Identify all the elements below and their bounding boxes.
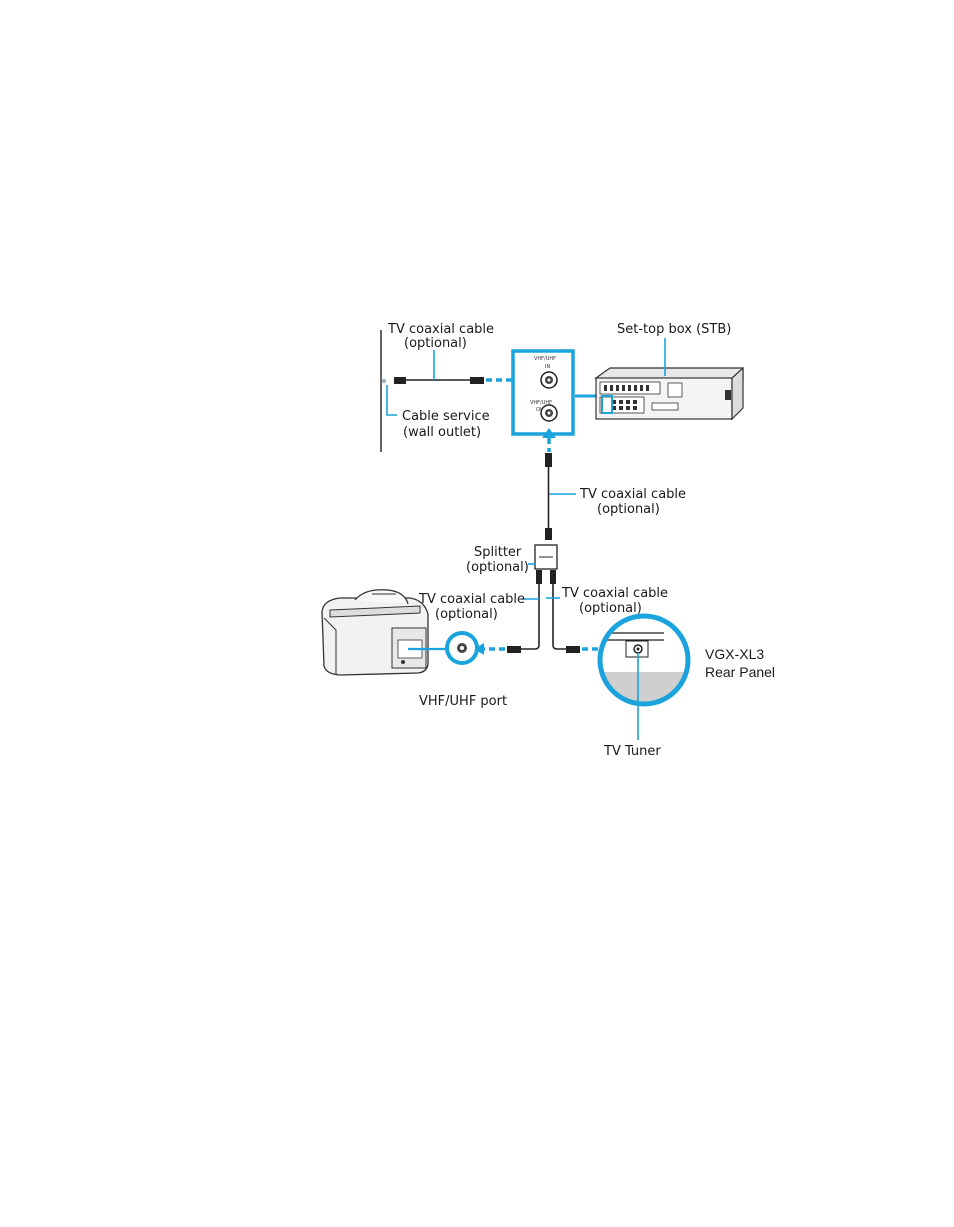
leader-cable-service bbox=[387, 385, 397, 415]
label-splitter-2: (optional) bbox=[466, 560, 529, 575]
label-tv-coax-top-1: TV coaxial cable bbox=[387, 322, 494, 337]
label-splitter-1: Splitter bbox=[474, 545, 522, 560]
label-tv-coax-mid-1: TV coaxial cable bbox=[579, 487, 686, 502]
label-vhf-uhf-port: VHF/UHF port bbox=[419, 694, 507, 709]
label-tv-coax-left-1: TV coaxial cable bbox=[418, 592, 525, 607]
rear-panel-magnifier bbox=[596, 612, 692, 704]
label-tv-coax-left-2: (optional) bbox=[435, 607, 498, 622]
label-tv-coax-right-2: (optional) bbox=[579, 601, 642, 616]
label-vhf-uhf-in-2: IN bbox=[545, 364, 550, 370]
label-tv-tuner: TV Tuner bbox=[603, 744, 661, 759]
top-coaxial-cable bbox=[394, 373, 528, 387]
label-rear-panel-2: Rear Panel bbox=[705, 664, 775, 680]
wall-outlet-icon bbox=[382, 379, 386, 383]
splitter bbox=[535, 545, 557, 584]
label-rear-panel-1: VGX-XL3 bbox=[705, 646, 764, 662]
stb-connector-panel: VHF/UHF IN VHF/UHF OUT bbox=[513, 351, 573, 434]
label-vhf-uhf-in-1: VHF/UHF bbox=[534, 356, 556, 362]
mid-coaxial-cable bbox=[542, 428, 556, 540]
label-tv-coax-right-1: TV coaxial cable bbox=[561, 586, 668, 601]
label-cable-service-2: (wall outlet) bbox=[403, 425, 481, 440]
label-tv-coax-top-2: (optional) bbox=[404, 336, 467, 351]
tv-port-magnifier bbox=[447, 633, 477, 663]
set-top-box bbox=[596, 368, 743, 419]
label-cable-service-1: Cable service bbox=[402, 409, 490, 424]
label-stb: Set-top box (STB) bbox=[617, 322, 731, 337]
label-tv-coax-mid-2: (optional) bbox=[597, 502, 660, 517]
